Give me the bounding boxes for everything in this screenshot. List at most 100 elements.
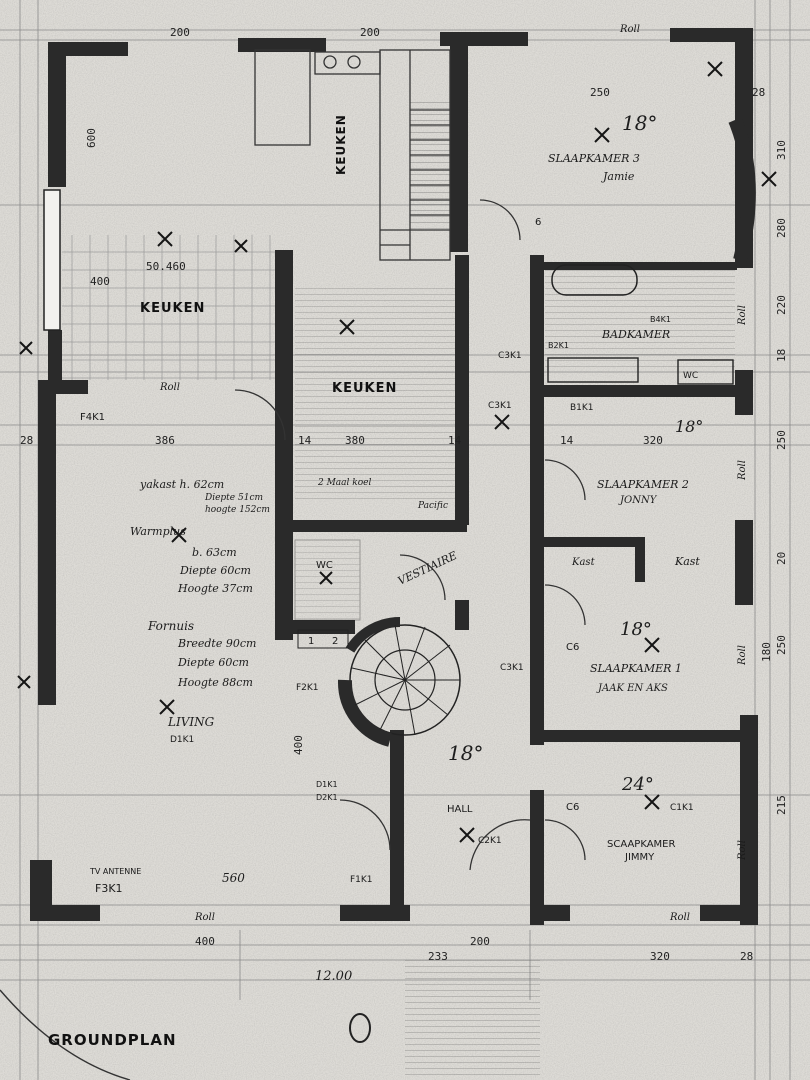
keuken-center-hatch (295, 285, 460, 500)
socket-c1k1: C1K1 (670, 803, 694, 813)
note-b63: b. 63cm (192, 546, 237, 559)
stair-bottom-hatch (405, 960, 540, 1080)
room-kast: Kast (674, 555, 700, 568)
socket-c3k1: C3K1 (500, 663, 524, 673)
roll-label: Roll (619, 24, 640, 35)
dim-180: 180 (760, 642, 773, 662)
socket-c2k1: C2K1 (478, 836, 502, 846)
room-wc: WC (316, 560, 333, 571)
note-fornuis: Fornuis (147, 619, 194, 633)
socket-c3k1: C3K1 (498, 351, 522, 361)
note-koelkast: 2 Maal koel (317, 478, 371, 488)
kitchen-counter-top (254, 49, 381, 146)
room-keuken-vertical: KEUKEN (334, 114, 348, 175)
dim-14b: 14 (448, 434, 462, 447)
light-markers (17, 61, 777, 843)
plan-title: GROUNDPLAN (48, 1031, 177, 1049)
walls (30, 28, 758, 925)
note-h88: Hoogte 88cm (177, 676, 253, 689)
roll-label: Roll (669, 912, 690, 923)
dim-keuken-size: 50.460 (146, 260, 186, 273)
dim-keuken-400: 400 (90, 275, 110, 288)
room-keuken-center: KEUKEN (332, 381, 397, 396)
room-kast2: Kast (571, 557, 596, 568)
room-slaapkamer1: SLAAPKAMER 1 (590, 662, 682, 675)
dim-250c: 250 (775, 635, 788, 655)
dim-380: 380 (345, 434, 365, 447)
note-warmplus: Warmplus (130, 525, 186, 538)
room-slaapkamer2-name: JONNY (618, 495, 658, 506)
dim-28c: 28 (740, 950, 753, 963)
stair-number: 1 (308, 636, 314, 647)
roll-label: Roll (194, 912, 215, 923)
socket-f2k1: F2K1 (296, 683, 319, 693)
roll-label: Roll (737, 840, 748, 861)
room-slaapkamer1-name: JAAK EN AKS (596, 683, 668, 694)
note-diepte51: Diepte 51cm (204, 493, 263, 503)
temp-bedroom1: 18° (620, 619, 652, 640)
socket-c3k1: C3K1 (488, 401, 512, 411)
dim-left-600: 600 (85, 128, 98, 148)
arc-bottom-left (0, 989, 131, 1080)
dim-310: 310 (775, 140, 788, 160)
room-jimmy: SCAAPKAMER (607, 839, 675, 850)
socket-d1k1-living: D1K1 (170, 735, 194, 745)
spiral-stair (337, 616, 461, 747)
room-living: LIVING (167, 715, 215, 729)
stair-steps (297, 629, 349, 649)
note-pacific: Pacific (417, 501, 448, 511)
temp-bedroom2: 18° (675, 417, 703, 436)
room-badkamer: BADKAMER (601, 328, 670, 341)
note-h37: Hoogte 37cm (177, 582, 253, 595)
temp-hall: 18° (448, 741, 483, 765)
room-slaapkamer2: SLAAPKAMER 2 (597, 478, 689, 491)
dim-386: 386 (155, 434, 175, 447)
stairs-top (379, 49, 451, 261)
room-jimmy-name: JIMMY (624, 852, 655, 863)
socket-b1k1: B1K1 (570, 403, 594, 413)
dim-320: 320 (643, 434, 663, 447)
note-d60b: Diepte 60cm (177, 656, 249, 669)
dim-233: 233 (428, 950, 448, 963)
dim-14c: 14 (560, 434, 574, 447)
socket-c6c: 6 (535, 217, 541, 228)
roll-label: Roll (737, 460, 748, 481)
roll-label: Roll (737, 305, 748, 326)
socket-f3k1: F3K1 (95, 882, 123, 895)
dim-280: 280 (775, 218, 788, 238)
roll-label: Roll (159, 382, 180, 393)
dim-220: 220 (775, 295, 788, 315)
dim-18a: 18 (775, 349, 788, 362)
window-left (43, 189, 61, 331)
socket-tv: TV ANTENNE (89, 867, 141, 876)
note-b90: Breedte 90cm (177, 637, 256, 650)
temp-bedroom3: 18° (622, 111, 657, 135)
socket-f4k1: F4K1 (80, 412, 105, 423)
socket-b4k1: B4K1 (650, 315, 671, 324)
stair-top-hatch (410, 100, 455, 230)
roll-label: Roll (737, 645, 748, 666)
dim-top-200b: 200 (360, 26, 380, 39)
socket-b2k1: B2K1 (548, 341, 569, 350)
dim-28b: 28 (752, 86, 765, 99)
temp-jimmy: 24° (621, 774, 654, 795)
vanity (547, 357, 639, 383)
dim-top-200a: 200 (170, 26, 190, 39)
room-slaapkamer3: SLAAPKAMER 3 (548, 152, 640, 165)
dim-20: 20 (775, 552, 788, 565)
note-hoogte152: hoogte 152cm (205, 505, 270, 515)
socket-f1k1: F1K1 (350, 875, 373, 885)
room-hall: HALL (447, 804, 473, 815)
stair-number: 2 (332, 636, 338, 647)
socket-c6: C6 (566, 802, 579, 813)
room-keuken-left: KEUKEN (140, 301, 205, 316)
bay-wall-right (728, 117, 756, 262)
keuken-left-tiles (62, 235, 282, 380)
room-slaapkamer3-name: Jamie (601, 170, 635, 183)
dim-400: 400 (292, 735, 305, 755)
note-yakast: yakast h. 62cm (139, 478, 224, 491)
dim-215: 215 (775, 795, 788, 815)
dim-1200: 12.00 (315, 969, 352, 984)
